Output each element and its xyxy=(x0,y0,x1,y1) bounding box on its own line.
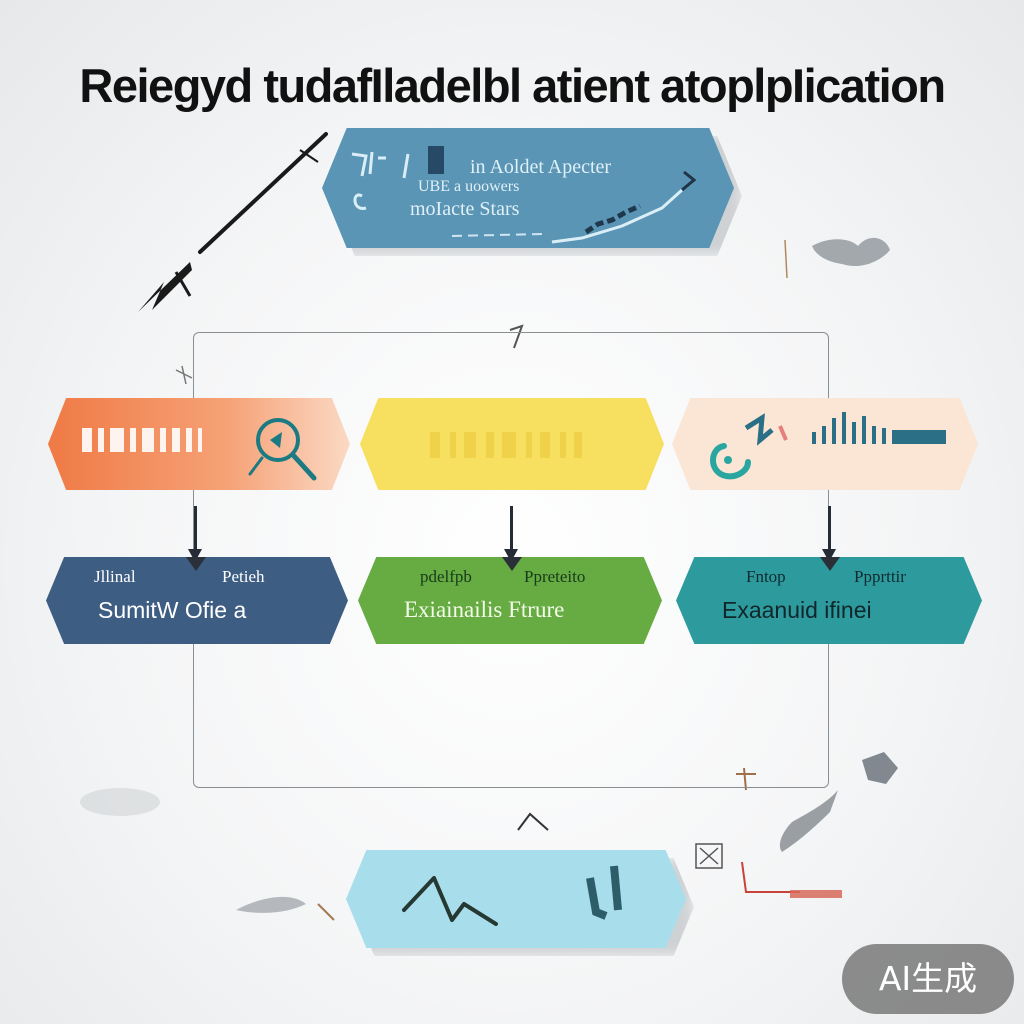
step-box-teal: Fntop Ppprttir Exaanuid ifinei xyxy=(676,557,982,644)
navy-main-label: SumitW Ofie a xyxy=(98,597,247,623)
step-box-cream xyxy=(672,398,978,490)
teal-small-left: Fntop xyxy=(746,567,786,586)
ai-generated-badge: AI生成 xyxy=(842,944,1014,1014)
chart-bars-icon xyxy=(812,412,946,444)
mountain-sketch-icon xyxy=(402,865,622,926)
notch-right xyxy=(820,557,840,571)
arrow-down-middle xyxy=(504,506,518,562)
top-box-sketch-icon xyxy=(351,146,697,244)
navy-small-right: Petieh xyxy=(222,567,265,586)
green-main-label: Exiainailis Ftrure xyxy=(404,597,565,622)
step-box-yellow xyxy=(360,398,664,490)
notch-middle xyxy=(502,557,522,571)
top-process-box: in Aoldet Apecter UBE a uoowers moIacte … xyxy=(322,128,734,248)
magnifier-icon xyxy=(248,418,317,481)
step-box-orange xyxy=(48,398,350,490)
diagram-title: Reiegyd tudafIladelbl atient atoplpIicat… xyxy=(79,59,946,112)
bottom-process-box xyxy=(346,850,686,948)
notch-left xyxy=(186,557,206,571)
top-box-line-1: in Aoldet Apecter xyxy=(470,156,612,178)
arrow-down-right xyxy=(822,506,836,562)
orange-box-glyphs xyxy=(82,424,212,465)
wrench-hand-icon xyxy=(710,413,788,480)
green-small-right: Ppreteito xyxy=(524,567,586,586)
green-small-left: pdelfpb xyxy=(420,567,472,586)
yellow-box-glyphs xyxy=(430,432,582,458)
arrow-down-left xyxy=(188,506,202,562)
step-box-green: pdelfpb Ppreteito Exiainailis Ftrure xyxy=(358,557,662,644)
top-box-line-3: moIacte Stars xyxy=(410,198,520,220)
top-box-line-2: UBE a uoowers xyxy=(418,178,520,195)
teal-small-right: Ppprttir xyxy=(854,567,906,586)
teal-main-label: Exaanuid ifinei xyxy=(722,597,872,623)
step-box-navy: Jllinal Petieh SumitW Ofie a xyxy=(46,557,348,644)
navy-small-left: Jllinal xyxy=(94,567,136,586)
